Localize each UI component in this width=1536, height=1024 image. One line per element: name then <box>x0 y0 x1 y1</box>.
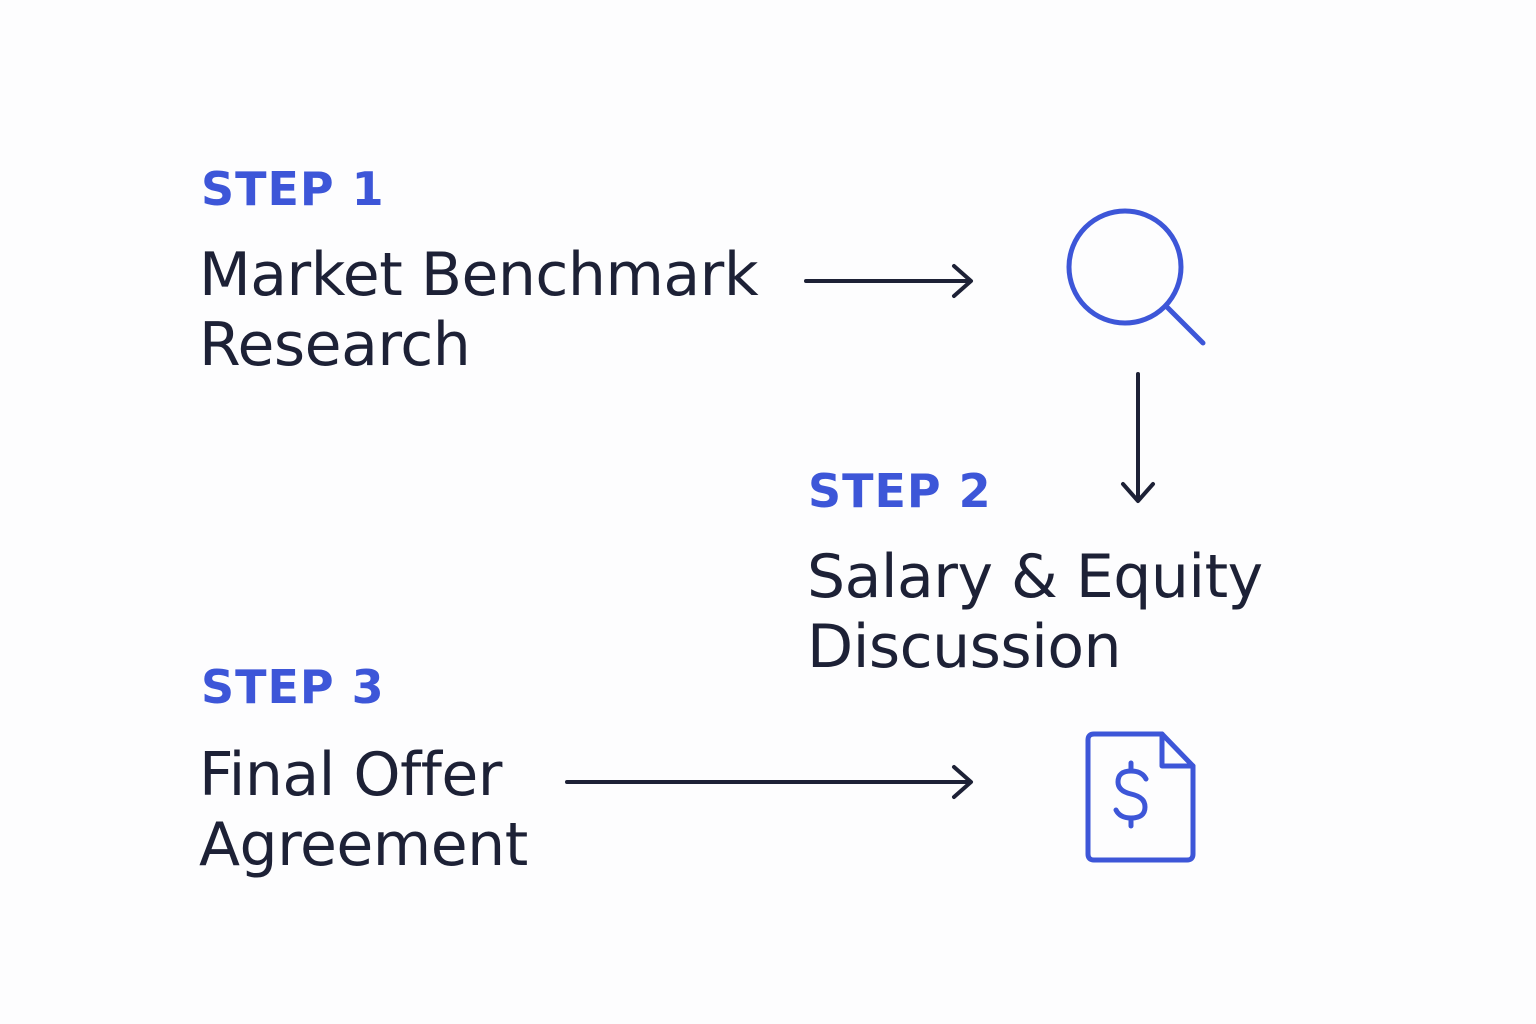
arrow-right-step3 <box>565 765 973 799</box>
step3-title-line2: Agreement <box>199 810 528 880</box>
arrow-right-step1 <box>804 264 973 298</box>
step1-title-line1: Market Benchmark <box>199 240 759 310</box>
step2-title: Salary & Equity Discussion <box>807 542 1263 682</box>
step3-title: Final Offer Agreement <box>199 740 528 880</box>
step2-title-line1: Salary & Equity <box>807 542 1263 612</box>
dollar-document-icon <box>1085 731 1196 863</box>
step1-title-line2: Research <box>199 310 471 380</box>
step1-title: Market Benchmark Research <box>199 240 759 380</box>
arrow-down-step2 <box>1121 372 1155 503</box>
step3-title-line1: Final Offer <box>199 740 502 810</box>
magnifying-glass-icon <box>1066 208 1206 346</box>
step3-label: STEP 3 <box>201 660 385 714</box>
step2-title-line2: Discussion <box>807 612 1122 682</box>
step2-label: STEP 2 <box>808 464 992 518</box>
step1-label: STEP 1 <box>201 162 385 216</box>
